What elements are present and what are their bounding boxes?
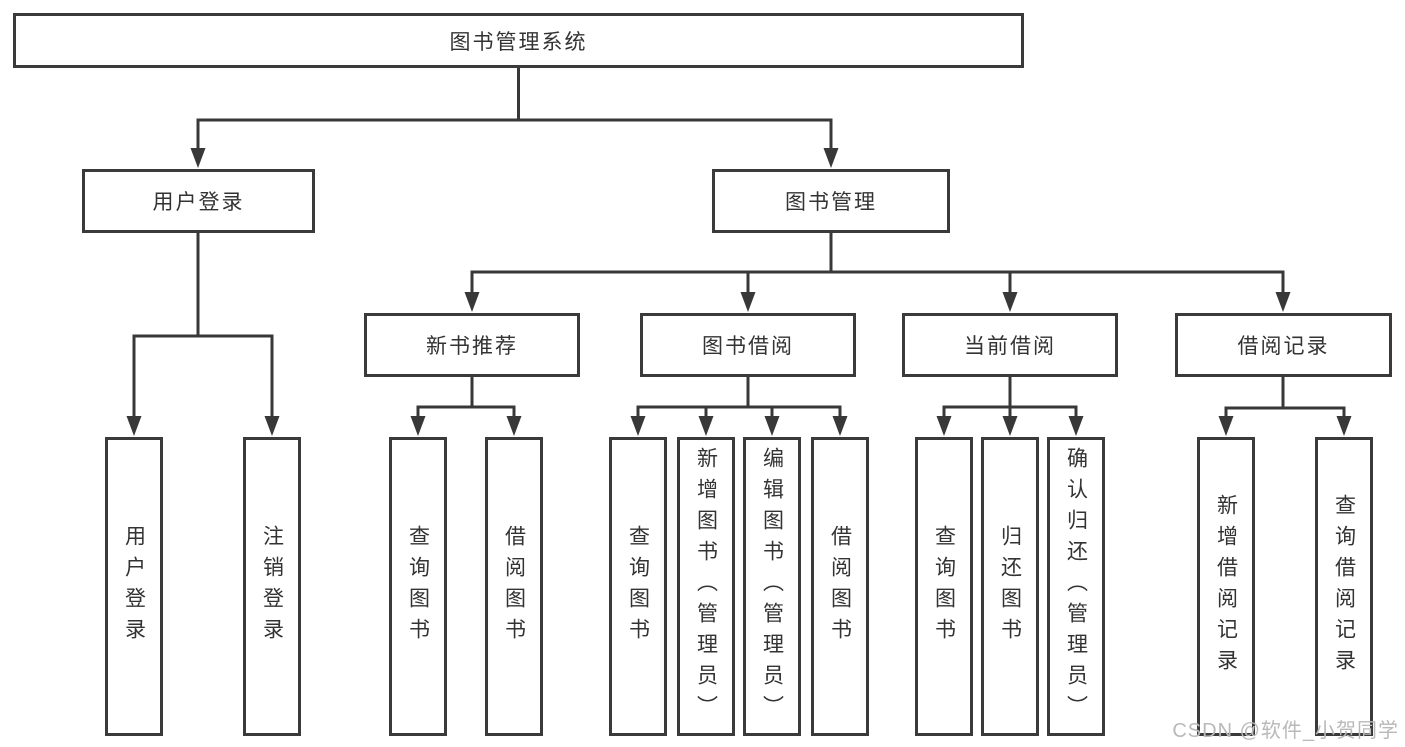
node-user-login: 用户登录 [82,169,315,233]
node-leaf-query-books-2-label: 查询图书 [626,524,650,649]
node-new-book-recommend-label: 新书推荐 [426,335,518,358]
node-leaf-confirm-return-admin: 确认归还（管理员） [1047,437,1105,736]
node-leaf-borrow-books-2: 借阅图书 [811,437,869,736]
node-leaf-edit-book-admin-label: 编辑图书（管理员） [760,447,784,726]
node-book-management: 图书管理 [712,169,950,233]
node-borrowing-records-label: 借阅记录 [1237,335,1330,358]
node-leaf-add-book-admin: 新增图书（管理员） [677,437,735,736]
node-book-borrowing-label: 图书借阅 [702,335,794,358]
node-leaf-return-book: 归还图书 [981,437,1039,736]
node-leaf-logout: 注销登录 [243,437,301,736]
node-leaf-edit-book-admin: 编辑图书（管理员） [743,437,801,736]
node-new-book-recommend: 新书推荐 [364,313,580,377]
node-leaf-query-books-3-label: 查询图书 [932,524,956,649]
node-leaf-query-books-1: 查询图书 [389,437,447,736]
node-leaf-user-login: 用户登录 [105,437,163,736]
node-leaf-add-borrow-record: 新增借阅记录 [1197,437,1255,736]
node-book-management-label: 图书管理 [785,191,877,214]
csdn-watermark: CSDN @软件_小贺同学 [1172,720,1399,742]
node-leaf-logout-label: 注销登录 [260,524,284,649]
node-leaf-query-books-1-label: 查询图书 [406,524,430,649]
node-leaf-query-books-2: 查询图书 [609,437,667,736]
node-current-borrowing: 当前借阅 [902,313,1118,377]
node-borrowing-records: 借阅记录 [1175,313,1392,377]
node-current-borrowing-label: 当前借阅 [964,335,1056,358]
node-leaf-return-book-label: 归还图书 [998,524,1022,649]
node-book-borrowing: 图书借阅 [640,313,856,377]
node-leaf-borrow-books-1: 借阅图书 [485,437,543,736]
node-root-system: 图书管理系统 [13,13,1024,68]
node-leaf-user-login-label: 用户登录 [122,524,146,649]
node-leaf-query-books-3: 查询图书 [915,437,973,736]
node-leaf-query-borrow-record: 查询借阅记录 [1315,437,1373,736]
node-root-system-label: 图书管理系统 [449,30,588,54]
node-leaf-confirm-return-admin-label: 确认归还（管理员） [1064,447,1088,726]
node-leaf-borrow-books-2-label: 借阅图书 [828,524,852,649]
node-leaf-add-book-admin-label: 新增图书（管理员） [694,447,718,726]
node-leaf-query-borrow-record-label: 查询借阅记录 [1332,493,1356,680]
node-leaf-borrow-books-1-label: 借阅图书 [502,524,526,649]
node-user-login-label: 用户登录 [152,191,245,214]
node-leaf-add-borrow-record-label: 新增借阅记录 [1214,493,1238,680]
